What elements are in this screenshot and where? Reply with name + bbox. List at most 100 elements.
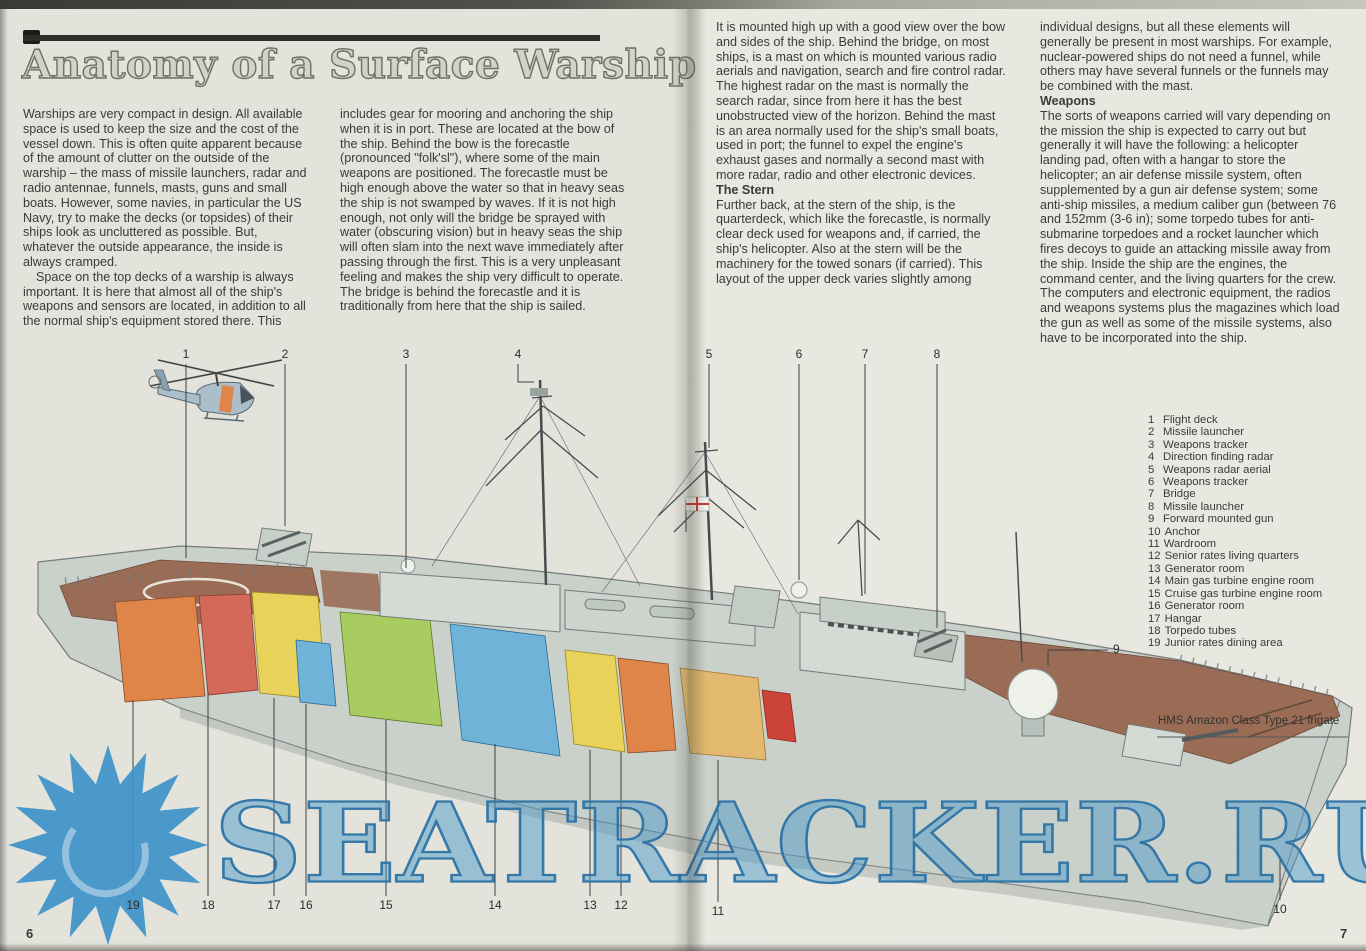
legend-num: 8	[1148, 500, 1155, 513]
legend-item: 1 Flight deck	[1148, 414, 1366, 426]
legend-label: Weapons tracker	[1163, 476, 1249, 489]
legend-num: 19	[1148, 637, 1161, 650]
legend-label: Junior rates dining area	[1164, 637, 1283, 650]
fuselage-stripe	[219, 385, 234, 413]
legend-item: 5 Weapons radar aerial	[1148, 464, 1366, 476]
legend-label: Torpedo tubes	[1164, 624, 1237, 637]
callout-number: 16	[299, 898, 313, 912]
masts-and-rigging	[431, 379, 1023, 663]
legend-label: Generator room	[1164, 562, 1245, 575]
page-number-right: 7	[1340, 926, 1348, 941]
watermark-text: SEATRACKER.RU	[213, 777, 1366, 909]
right-page-column-2: individual designs, but all these elemen…	[1040, 20, 1342, 346]
paragraph: Further back, at the stern of the ship, …	[716, 197, 991, 286]
radome-and-gun	[1007, 668, 1239, 767]
stern-heading: The Stern	[716, 182, 775, 197]
callout-number: 13	[583, 898, 597, 912]
legend-num: 12	[1148, 550, 1161, 563]
paragraph: Warships are very compact in design. All…	[23, 107, 307, 269]
paragraph: Space on the top decks of a warship is a…	[23, 269, 306, 329]
legend-label: Direction finding radar	[1163, 451, 1274, 464]
legend-label: Main gas turbine engine room	[1164, 575, 1315, 588]
page-gutter-shadow	[672, 0, 706, 951]
legend-num: 9	[1148, 513, 1155, 526]
callout-number: 3	[402, 347, 410, 361]
callout-number: 5	[705, 347, 713, 361]
callout-number: 9	[1113, 642, 1120, 656]
legend-num: 5	[1148, 463, 1155, 476]
callout-lines	[132, 364, 1281, 902]
legend-label: Missile launcher	[1163, 500, 1244, 513]
sunburst-icon	[8, 745, 208, 945]
legend-num: 16	[1148, 600, 1161, 613]
paragraph: The sorts of weapons carried will vary d…	[1040, 108, 1340, 345]
legend-label: Wardroom	[1163, 538, 1217, 551]
legend-label: Flight deck	[1163, 414, 1218, 426]
landing-skids	[203, 411, 245, 422]
legend-label: Cruise gas turbine engine room	[1164, 587, 1323, 600]
legend-label: Anchor	[1164, 525, 1201, 538]
legend-num: 13	[1148, 562, 1161, 575]
ships-boat	[584, 598, 626, 612]
page-number-left: 6	[26, 926, 34, 941]
callout-number: 14	[488, 898, 502, 912]
helicopter-illustration	[148, 359, 283, 422]
legend-label: Missile launcher	[1163, 426, 1244, 439]
cutaway-compartments	[114, 591, 797, 761]
callout-number: 10	[1273, 902, 1287, 916]
scan-left-edge	[0, 0, 8, 951]
legend-item: 2 Missile launcher	[1148, 426, 1366, 438]
legend-num: 14	[1148, 575, 1161, 588]
cockpit-window	[240, 385, 254, 404]
sun-logo	[8, 745, 208, 945]
gun-turret	[1121, 723, 1187, 767]
legend-item: 4 Direction finding radar	[1148, 451, 1366, 463]
legend-num: 3	[1148, 438, 1155, 451]
left-page-column-2: includes gear for mooring and anchoring …	[340, 107, 633, 314]
callout-number: 18	[201, 898, 215, 912]
diagram-caption: HMS Amazon Class Type 21 frigate	[1158, 715, 1340, 727]
funnel	[728, 585, 781, 629]
legend-item: 9 Forward mounted gun	[1148, 513, 1366, 525]
superstructure	[255, 527, 966, 691]
df-radar-aerial	[530, 388, 548, 396]
legend-num: 4	[1148, 451, 1155, 464]
callout-number: 2	[281, 347, 289, 361]
paragraph: It is mounted high up with a good view o…	[716, 20, 1006, 182]
legend-num: 2	[1148, 426, 1155, 439]
legend-label: Forward mounted gun	[1163, 513, 1274, 526]
legend-label: Generator room	[1164, 600, 1245, 613]
callout-number: 8	[933, 347, 941, 361]
bow-railing	[1178, 654, 1332, 699]
callout-number: 1	[182, 347, 190, 361]
gun-radome	[1007, 668, 1059, 720]
legend-label: Weapons radar aerial	[1163, 463, 1271, 476]
missile-launcher-aft	[255, 527, 313, 567]
callout-number: 15	[379, 898, 393, 912]
callout-number: 11	[711, 904, 725, 918]
legend-num: 7	[1148, 488, 1155, 501]
paragraph: individual designs, but all these elemen…	[1040, 20, 1332, 94]
rotor-blade	[157, 359, 275, 387]
callout-number: 17	[267, 898, 281, 912]
weapons-heading: Weapons	[1040, 93, 1096, 108]
legend-num: 15	[1148, 587, 1161, 600]
legend-item: 8 Missile launcher	[1148, 501, 1366, 513]
legend-num: 1	[1148, 414, 1155, 426]
paragraph: includes gear for mooring and anchoring …	[340, 107, 625, 314]
scan-bottom-edge	[0, 943, 1366, 951]
tail-rotor	[148, 375, 162, 389]
legend-num: 6	[1148, 476, 1155, 489]
weapons-tracker-dome-aft	[400, 558, 416, 574]
